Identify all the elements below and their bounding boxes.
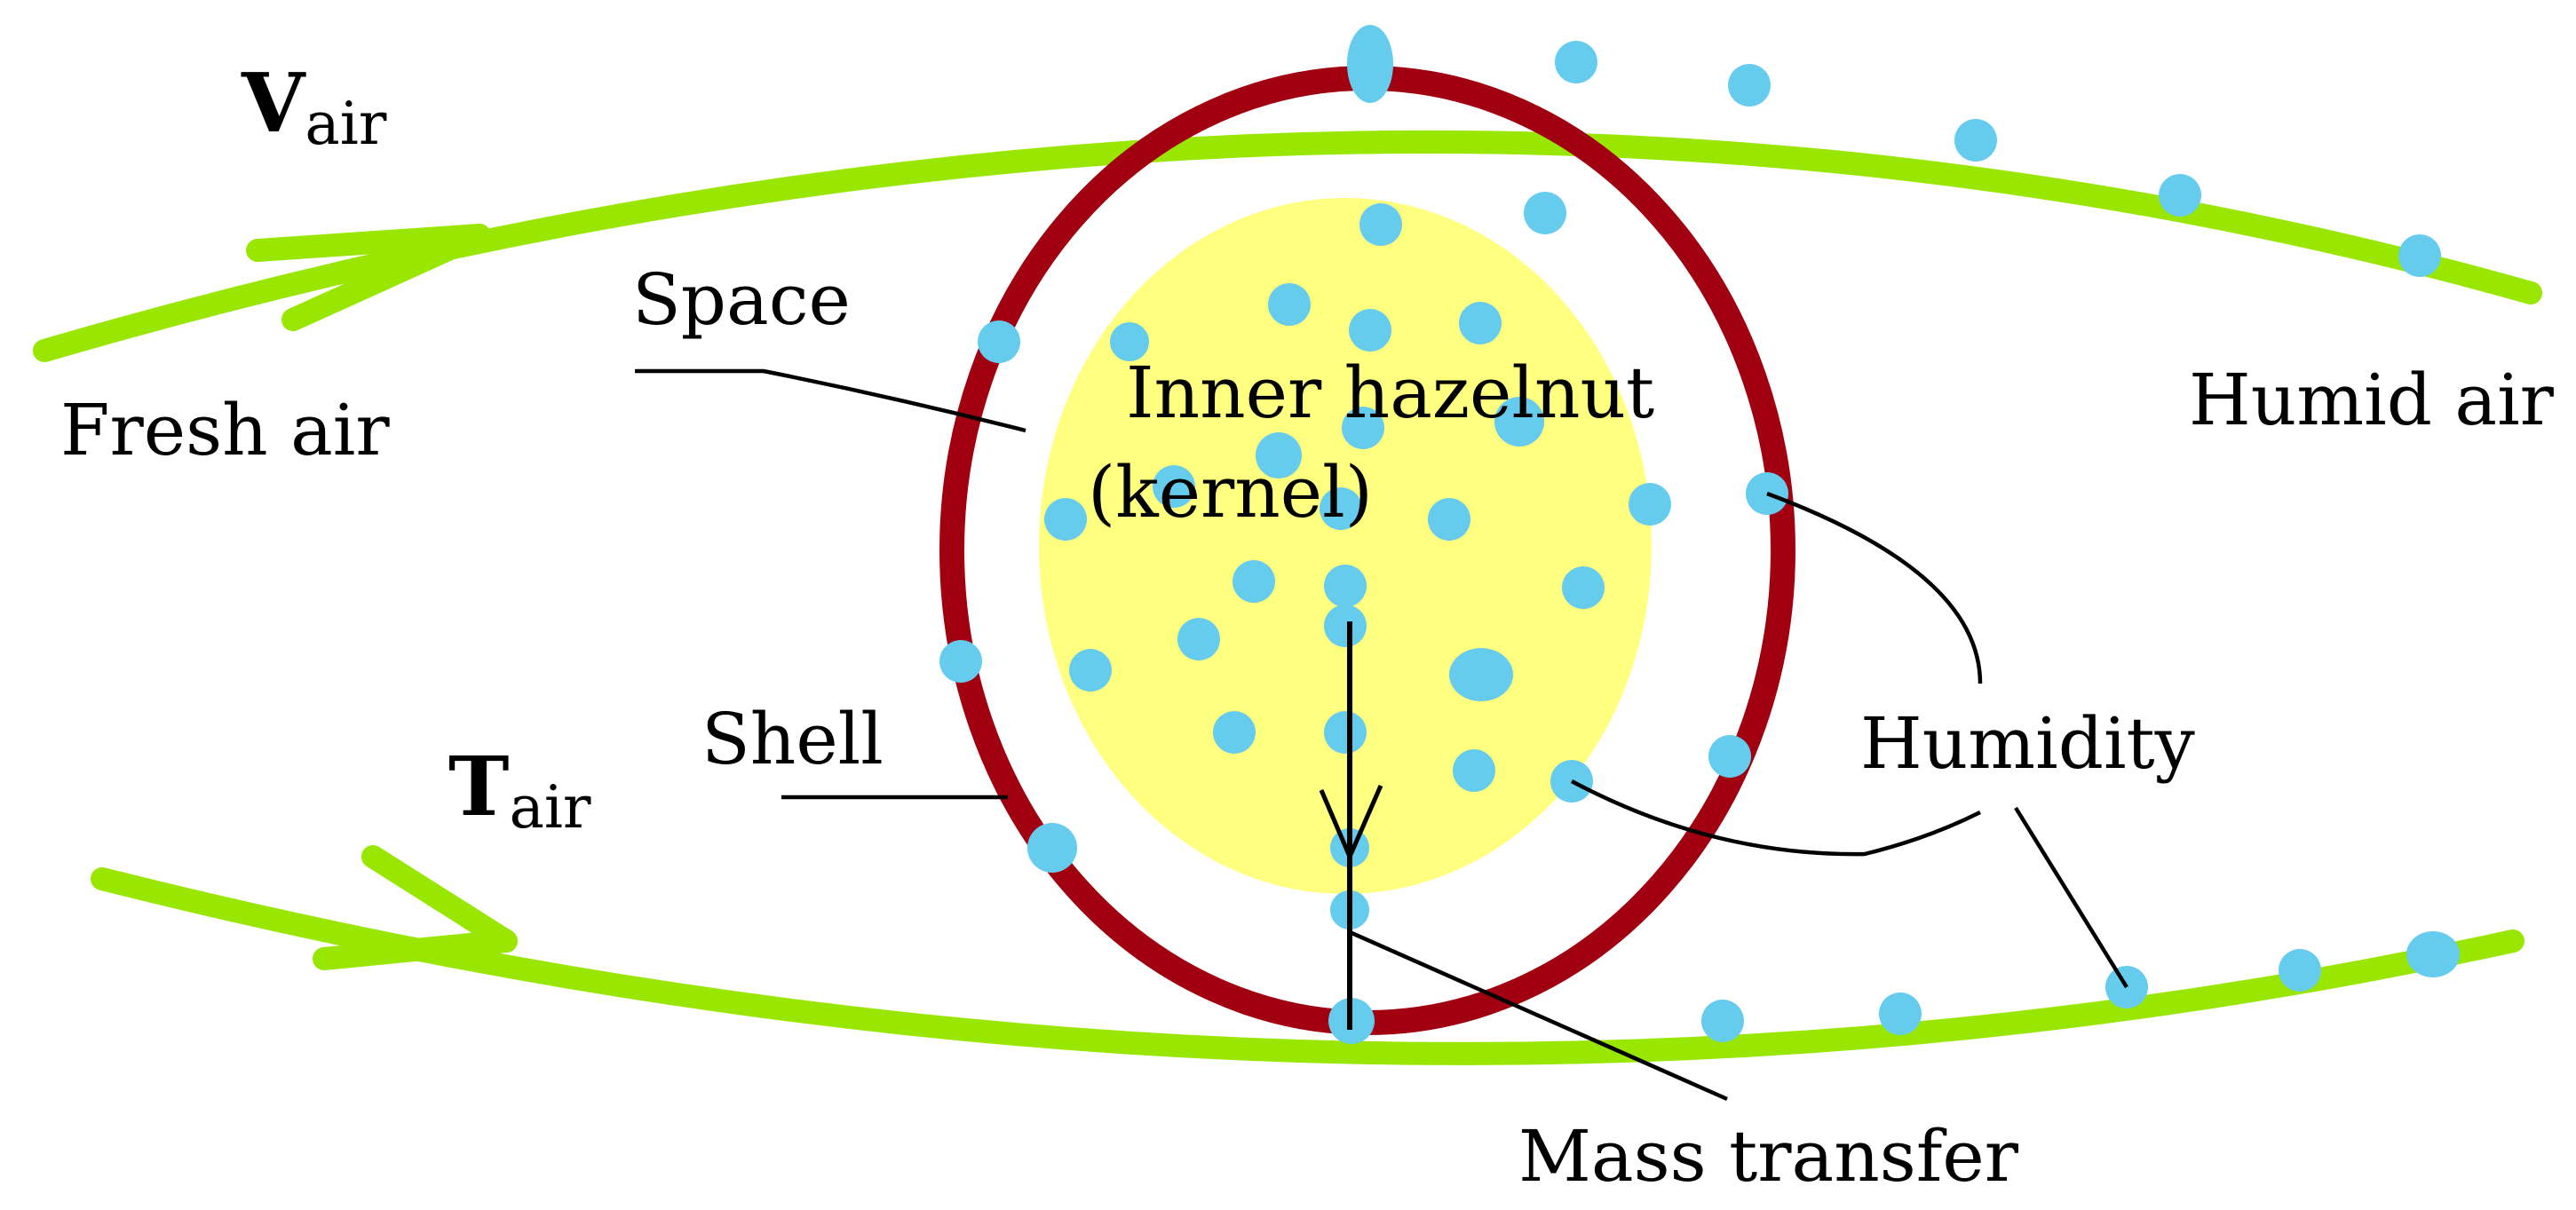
inner-hazelnut-kernel <box>1039 198 1652 894</box>
humidity-droplet <box>1268 283 1311 326</box>
humidity-droplet <box>1256 432 1302 478</box>
humidity-droplet <box>1459 302 1502 344</box>
bottom-airflow-line <box>91 867 2524 1065</box>
humidity-droplet <box>1562 566 1605 609</box>
humidity-droplet <box>1320 487 1362 530</box>
humidity-droplet <box>1213 711 1256 754</box>
humidity-droplet <box>1555 41 1597 83</box>
humidity-droplet <box>1728 64 1771 107</box>
humidity-droplet <box>1347 25 1393 103</box>
humidity-droplet <box>1342 407 1384 449</box>
humidity-leader-kernel <box>1570 779 1982 857</box>
humidity-droplet <box>1324 711 1367 754</box>
humidity-droplet <box>1708 735 1751 778</box>
kernel-label: (kernel) <box>1088 451 1373 534</box>
humidity-droplet <box>1524 192 1566 234</box>
humidity-leader-bottom <box>2014 806 2128 989</box>
humidity-droplet <box>2279 949 2321 992</box>
humidity-droplet <box>2406 931 2460 977</box>
v-air-subscript: air <box>305 90 386 158</box>
humidity-droplet <box>1233 560 1275 603</box>
mass-transfer-label: Mass transfer <box>1518 1115 2019 1198</box>
humidity-droplet <box>1879 993 1922 1035</box>
leader-lines <box>635 368 2128 1102</box>
top-airflow-arrowhead <box>246 224 491 331</box>
humidity-droplet <box>1153 465 1195 508</box>
humidity-droplet <box>1954 119 1997 162</box>
humidity-label: Humidity <box>1860 702 2195 785</box>
humidity-droplet <box>1428 498 1470 541</box>
humidity-droplet <box>1701 1000 1744 1042</box>
humidity-droplet <box>939 640 982 683</box>
t-air-label: Tair <box>448 739 591 842</box>
humidity-droplet <box>1324 605 1367 647</box>
humidity-droplet <box>1449 648 1513 701</box>
humidity-droplet <box>1027 823 1077 873</box>
space-leader-line <box>635 368 1026 433</box>
v-air-symbol: V <box>241 55 306 151</box>
humid-air-label: Humid air <box>2189 359 2555 441</box>
humidity-droplet <box>1044 498 1087 541</box>
fresh-air-label: Fresh air <box>60 389 390 471</box>
humidity-droplet <box>1069 649 1112 692</box>
humidity-droplets <box>939 25 2460 1044</box>
humidity-droplet <box>1629 483 1671 526</box>
space-label: Space <box>632 258 851 341</box>
t-air-subscript: air <box>509 773 590 842</box>
shell-label: Shell <box>701 698 884 780</box>
inner-hazelnut-label: Inner hazelnut <box>1126 352 1654 434</box>
mass-transfer-arrow <box>1319 621 1383 1030</box>
humidity-droplet <box>1324 565 1367 607</box>
humidity-droplet <box>2398 234 2441 277</box>
v-air-label: Vair <box>241 55 387 158</box>
bottom-airflow-arrowhead <box>313 845 518 970</box>
humidity-droplet <box>1177 618 1220 660</box>
humidity-droplet <box>1494 397 1544 447</box>
humidity-droplet <box>1349 309 1391 352</box>
humidity-droplet <box>1453 749 1495 792</box>
humidity-leader-shell <box>1766 491 1983 684</box>
t-air-symbol: T <box>448 739 509 834</box>
humidity-droplet <box>1359 203 1402 246</box>
mass-transfer-leader-line <box>1349 929 1728 1102</box>
humidity-droplet <box>1110 322 1149 361</box>
humidity-droplet <box>978 320 1020 363</box>
humidity-droplet <box>2159 174 2201 217</box>
